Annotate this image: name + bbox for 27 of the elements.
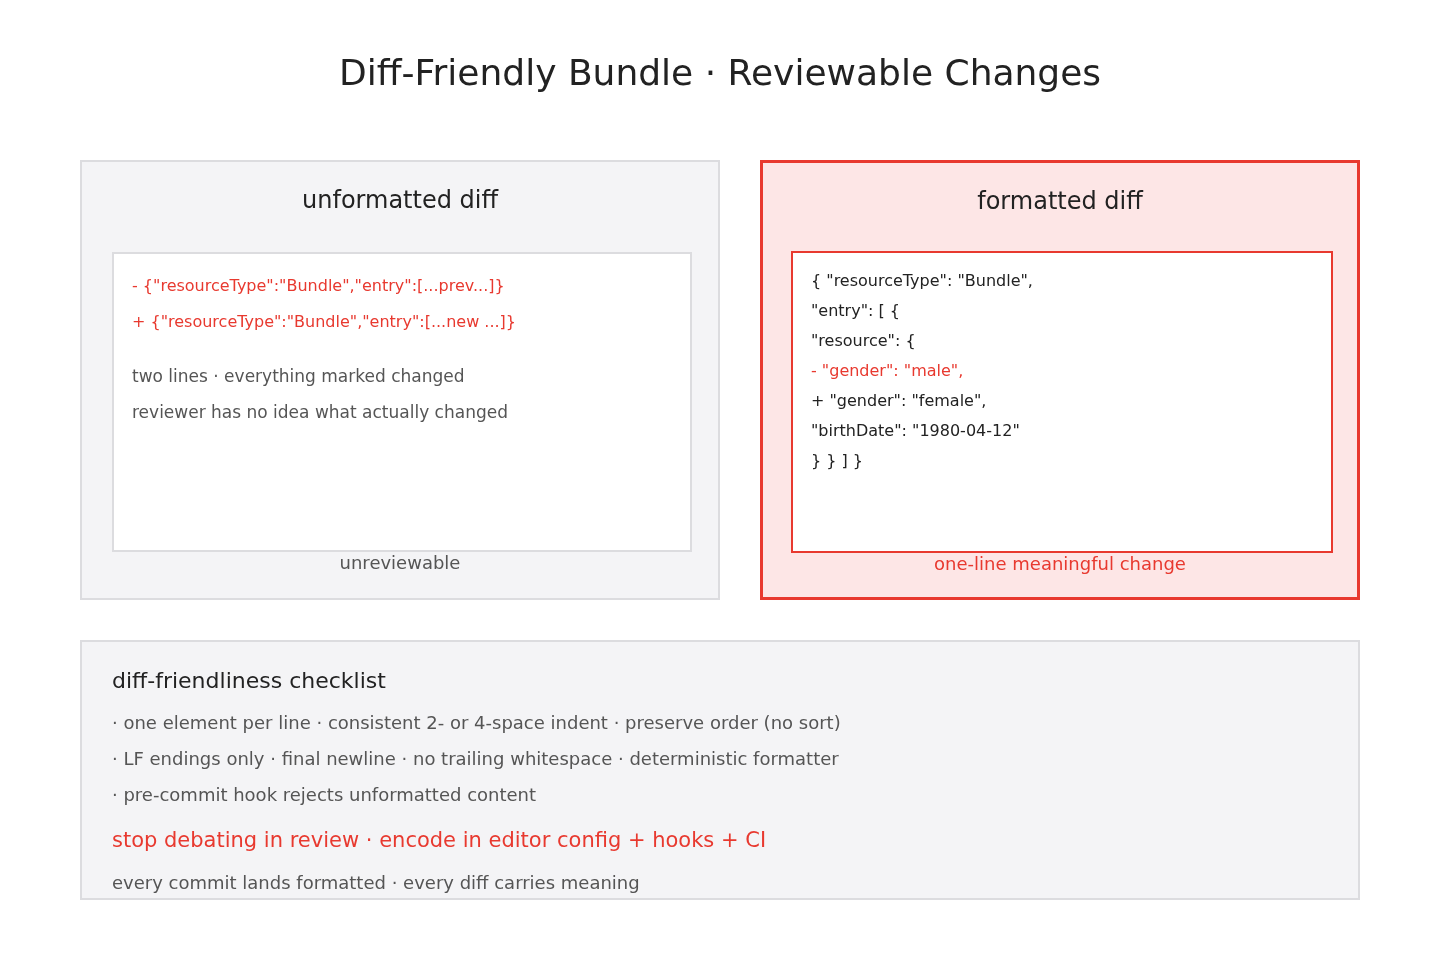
panel-caption: one-line meaningful change	[934, 553, 1186, 574]
checklist-item: · LF endings only · final newline · no trailing whitespace · deterministic formatter	[112, 748, 839, 769]
checklist-heading: diff-friendliness checklist	[112, 668, 386, 693]
checklist-item: · one element per line · consistent 2- or 4-space indent · preserve order (no sort)	[112, 712, 841, 733]
panel-heading: unformatted diff	[302, 186, 498, 214]
note-text: two lines · everything marked changed	[132, 366, 465, 386]
code-line: - "gender": "male",	[811, 361, 964, 380]
code-box	[791, 251, 1333, 553]
checklist-panel	[80, 640, 1360, 900]
code-line: "birthDate": "1980-04-12"	[811, 421, 1020, 440]
checklist-item: · pre-commit hook rejects unformatted content	[112, 784, 537, 805]
diagram-title: Diff-Friendly Bundle · Reviewable Changes	[337, 52, 1103, 93]
code-line: "resource": {	[811, 331, 916, 350]
code-line: + {"resourceType":"Bundle","entry":[...new ...]}	[132, 312, 516, 331]
note-text: reviewer has no idea what actually changed	[132, 402, 508, 422]
callout-text: stop debating in review · encode in editor config + hooks + CI	[112, 828, 767, 852]
code-line: } } ] }	[811, 451, 864, 470]
panel-caption: unreviewable	[339, 552, 461, 573]
code-line: - {"resourceType":"Bundle","entry":[...prev...]}	[132, 276, 505, 295]
code-line: { "resourceType": "Bundle",	[811, 271, 1033, 290]
panel	[80, 160, 720, 600]
panel	[760, 160, 1360, 600]
panel-heading: formatted diff	[977, 187, 1143, 215]
code-box	[112, 252, 692, 552]
code-line: + "gender": "female",	[811, 391, 987, 410]
code-line: "entry": [ {	[811, 301, 900, 320]
summary-text: every commit lands formatted · every diff carries meaning	[112, 872, 640, 893]
